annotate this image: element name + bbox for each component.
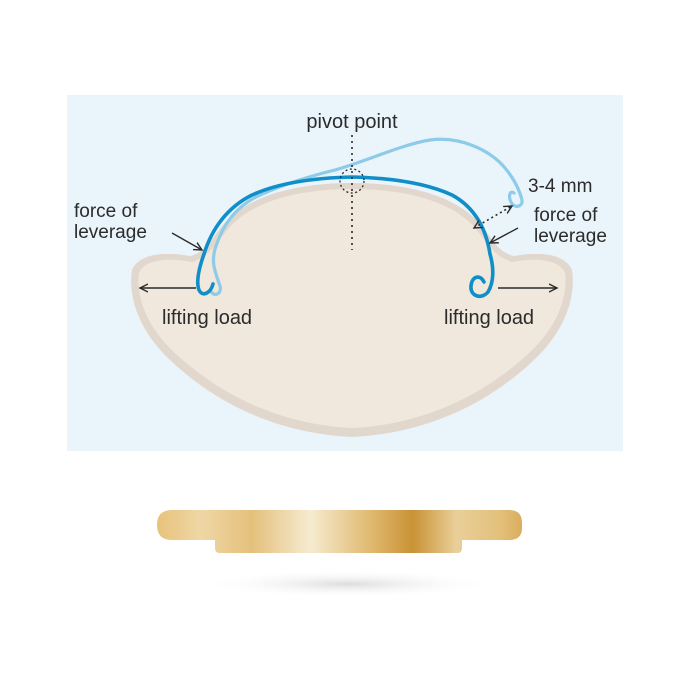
- force-left-label-line2: leverage: [74, 222, 147, 243]
- force-left-arrow: [171, 232, 202, 250]
- pivot-point-label: pivot point: [306, 111, 398, 133]
- gap-label: 3-4 mm: [528, 176, 592, 197]
- force-right-label-line2: leverage: [534, 226, 607, 247]
- plate-shadow: [198, 570, 498, 598]
- pivot-circle: [339, 168, 365, 194]
- lifting-left-label: lifting load: [162, 307, 252, 329]
- force-right-arrow: [490, 227, 519, 243]
- lifting-right-label: lifting load: [444, 307, 534, 329]
- gap-measure-arrow: [474, 206, 512, 228]
- force-left-label-line1: force of: [74, 201, 138, 222]
- gold-brace-plate: [157, 510, 522, 553]
- force-right-label-line1: force of: [534, 205, 598, 226]
- nail-plate: [138, 189, 566, 428]
- active-brace-wire: [196, 175, 495, 299]
- relaxed-brace-wire: [208, 137, 524, 296]
